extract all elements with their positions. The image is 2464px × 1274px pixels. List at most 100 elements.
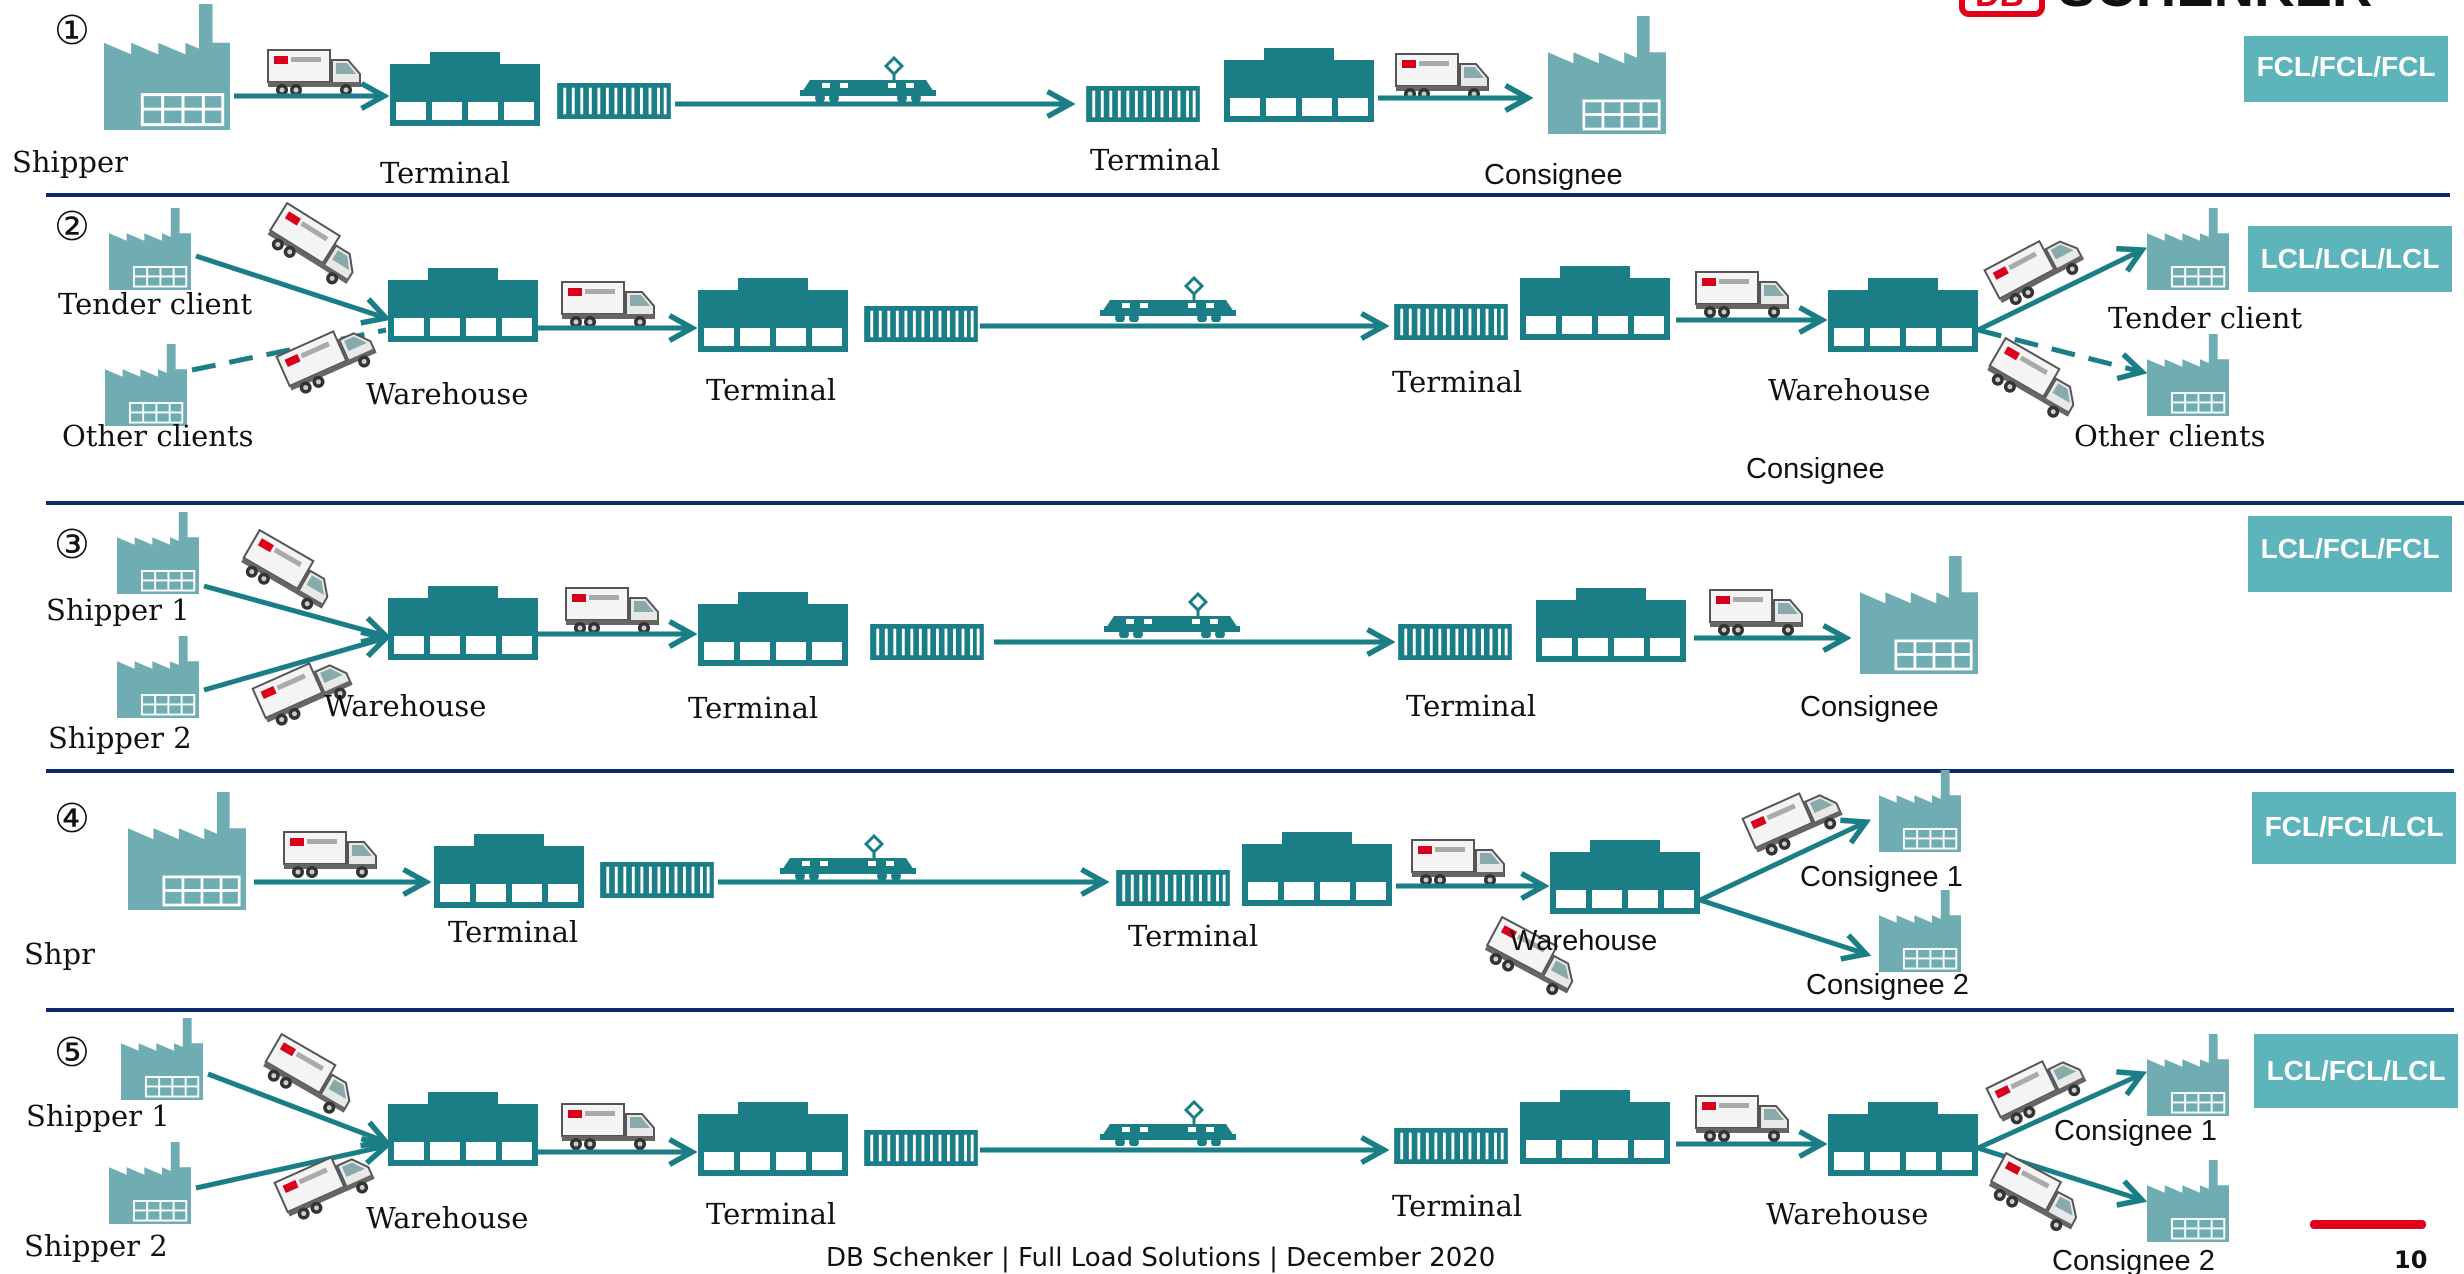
terminal-icon (390, 52, 540, 126)
row-number: ④ (54, 796, 90, 842)
row-2: ② Tender client Other clients Warehouse … (54, 202, 2452, 485)
consignee-1-label: Consignee 1 (1800, 861, 1963, 893)
shipper-2-factory-icon (109, 1142, 191, 1224)
warehouse-dest-label: Warehouse (1766, 1197, 1928, 1231)
container-icon (868, 624, 986, 660)
mode-badge-text: FCL/FCL/LCL (2265, 811, 2444, 842)
arrow (203, 638, 386, 693)
train-icon (800, 56, 936, 102)
terminal-origin-label: Terminal (706, 1197, 836, 1231)
mode-badge (2254, 1034, 2458, 1108)
row-dividers (46, 193, 2464, 1012)
terminal-origin-label: Terminal (380, 156, 510, 190)
shipper-1-label: Shipper 1 (26, 1099, 170, 1133)
shipper-label: Shipper (12, 145, 128, 179)
truck-icon (561, 1103, 655, 1151)
terminal-icon (698, 278, 848, 352)
warehouse-icon (388, 1092, 538, 1166)
arrow (195, 1146, 386, 1191)
consignee-label: Consignee (1800, 691, 1939, 723)
container-icon (1114, 870, 1232, 906)
consignee-2-factory-icon (1879, 890, 1961, 972)
tender-client-factory-icon (2147, 208, 2229, 290)
terminal-dest-label: Terminal (1392, 365, 1522, 399)
truck-icon (1981, 337, 2087, 425)
terminal-icon (1242, 832, 1392, 906)
terminal-icon (434, 834, 584, 908)
warehouse-icon (388, 586, 538, 660)
consignee-2-label: Consignee 2 (1806, 969, 1969, 1001)
other-clients-factory-icon (2147, 334, 2229, 416)
warehouse-dest-label: Warehouse (1768, 373, 1930, 407)
container-icon (555, 83, 673, 119)
arrow (1976, 1074, 2142, 1151)
db-logo-text: DB (1975, 0, 2024, 14)
terminal-dest-label: Terminal (1128, 919, 1258, 953)
other-clients-factory-icon (105, 344, 187, 426)
terminal-icon (1520, 266, 1670, 340)
consignee-1-label: Consignee 1 (2054, 1115, 2217, 1147)
shipper-2-label: Shipper 2 (48, 721, 192, 755)
arrow (203, 583, 386, 636)
consignee-2-factory-icon (2147, 1160, 2229, 1242)
consignee-factory-icon (1860, 556, 1978, 674)
row-number: ② (54, 204, 90, 250)
truck-icon (1695, 1095, 1789, 1143)
truck-icon (1395, 53, 1489, 101)
arrow (207, 1071, 386, 1142)
container-icon (1392, 304, 1510, 340)
shipper-factory-icon (104, 4, 230, 130)
shipper-label: Shpr (24, 937, 95, 971)
terminal-origin-label: Terminal (706, 373, 836, 407)
mode-badge (2248, 226, 2452, 292)
consignee-1-factory-icon (1879, 770, 1961, 852)
truck-icon (1709, 589, 1803, 637)
warehouse-origin-label: Warehouse (366, 1201, 528, 1235)
row-4: ④ Shpr Terminal Terminal Warehouse Consi… (24, 770, 2456, 1002)
shipper-factory-icon (128, 792, 246, 910)
container-icon (1396, 624, 1514, 660)
shipper-2-factory-icon (117, 636, 199, 718)
container-icon (1392, 1128, 1510, 1164)
schenker-logo-text: SCHENKER (2058, 0, 2372, 18)
footer: DB Schenker | Full Load Solutions | Dece… (826, 1220, 2427, 1274)
truck-icon (1695, 271, 1789, 319)
shipper-2-label: Shipper 2 (24, 1229, 168, 1263)
arrow (1976, 250, 2142, 333)
consignee-label: Consignee (1484, 159, 1623, 191)
mode-badge (2248, 516, 2452, 592)
row-3: ③ Shipper 1 Shipper 2 Warehouse Terminal… (46, 512, 2452, 755)
row-1: ① Shipper Terminal Terminal Consignee FC… (12, 4, 2448, 191)
tender-client-origin-label: Tender client (58, 287, 252, 321)
truck-icon (275, 318, 381, 400)
truck-icon (561, 281, 655, 329)
db-logo-frame (1959, 0, 2045, 17)
shipper-1-label: Shipper 1 (46, 593, 190, 627)
mode-badge (2252, 792, 2456, 864)
truck-icon (565, 587, 659, 635)
row-number: ③ (54, 522, 90, 568)
truck-icon (1983, 226, 2089, 312)
train-icon (1104, 592, 1240, 638)
arrow (1699, 897, 1866, 954)
mode-badge (2244, 36, 2448, 102)
truck-icon (283, 831, 377, 879)
warehouse-icon (1550, 840, 1700, 914)
terminal-dest-label: Terminal (1392, 1189, 1522, 1223)
train-icon (1100, 276, 1236, 322)
row-5: ⑤ Shipper 1 Shipper 2 Warehouse Terminal… (24, 1018, 2458, 1274)
terminal-origin-label: Terminal (448, 915, 578, 949)
row-number: ① (54, 8, 90, 54)
truck-icon (257, 1033, 363, 1121)
consignee-factory-icon (1548, 16, 1666, 134)
footer-text: DB Schenker | Full Load Solutions | Dece… (826, 1243, 1495, 1273)
page-number: 10 (2394, 1246, 2427, 1274)
arrow (1698, 822, 1866, 903)
train-icon (1100, 1100, 1236, 1146)
shipper-1-factory-icon (121, 1018, 203, 1100)
container-icon (1084, 86, 1202, 122)
other-clients-origin-label: Other clients (62, 419, 254, 453)
container-icon (862, 1130, 980, 1166)
terminal-dest-label: Terminal (1406, 689, 1536, 723)
